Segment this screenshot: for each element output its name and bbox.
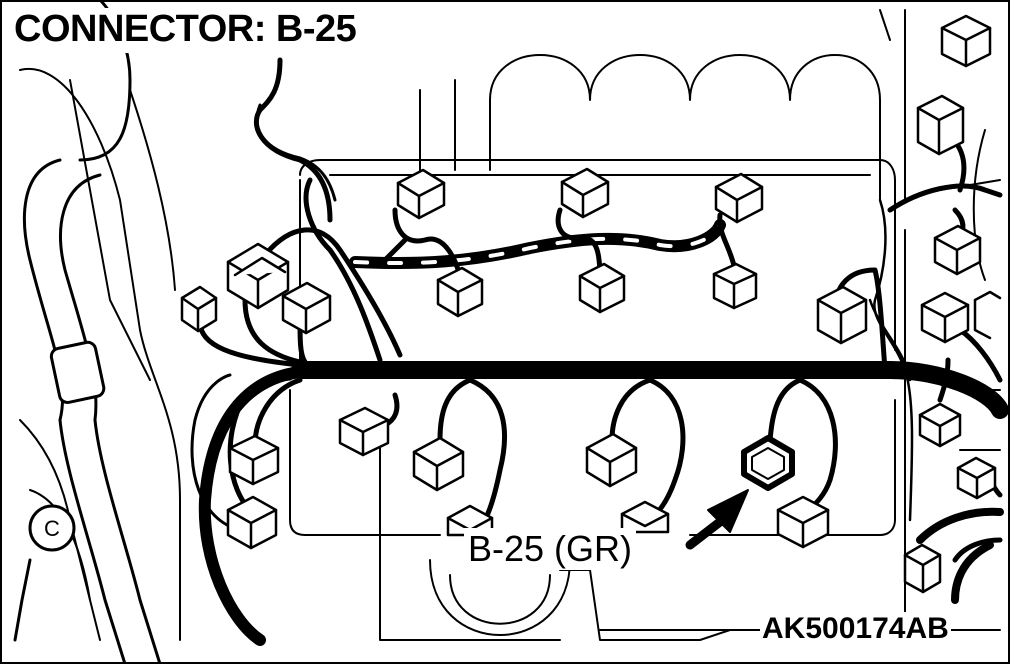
connector-right-7 <box>956 456 997 500</box>
left-loop <box>255 103 337 202</box>
ground-terminal <box>13 504 76 642</box>
connector-low-6 <box>620 500 670 534</box>
left-hose <box>22 0 162 664</box>
right-branches <box>832 127 1004 604</box>
connector-callout-label: B-25 (GR) <box>464 528 637 570</box>
lower-branches <box>437 377 838 523</box>
callout-arrow-icon <box>685 489 749 550</box>
connector-right-1 <box>816 285 868 345</box>
connector-right-2 <box>940 14 992 68</box>
connector-top-2 <box>560 167 610 219</box>
connector-top-3 <box>714 172 764 224</box>
connector-low-5 <box>446 504 494 537</box>
connector-left-4 <box>228 434 280 486</box>
connector-left-1 <box>180 285 218 333</box>
thin-right-wire <box>868 198 914 522</box>
connector-low-2 <box>412 436 465 492</box>
connector-mid-1 <box>436 266 484 318</box>
page-title: CONNECTOR: B-25 <box>14 8 363 53</box>
connector-low-4 <box>776 495 830 549</box>
connector-mid-3 <box>712 262 758 310</box>
connector-low-3 <box>585 432 638 488</box>
connector-low-1 <box>338 406 390 457</box>
connector-left-2 <box>226 242 290 310</box>
connector-top-1 <box>396 168 446 220</box>
left-branches <box>197 57 403 513</box>
connector-left-3 <box>281 281 332 335</box>
figure-code: AK500174AB <box>760 612 951 646</box>
connector-right-6 <box>918 402 962 448</box>
connector-right-4 <box>933 224 982 276</box>
upper-sub-harness <box>349 207 738 288</box>
connector-right-8 <box>903 543 942 594</box>
connector-right-3 <box>916 94 965 156</box>
connector-mid-2 <box>578 262 626 314</box>
connector-right-5 <box>920 290 1002 344</box>
target-connector-b25 <box>741 435 795 491</box>
connector-left-5 <box>226 495 278 550</box>
connector-blocks <box>180 14 1002 594</box>
